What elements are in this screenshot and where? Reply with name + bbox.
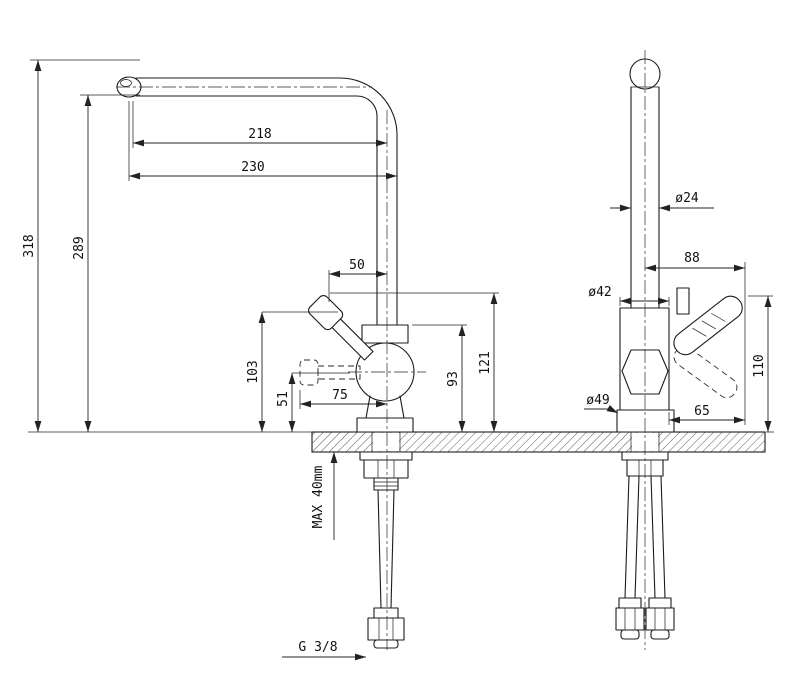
dim-handle-projection: 65 bbox=[668, 404, 745, 425]
dim-318-label: 318 bbox=[22, 234, 37, 257]
dim-overall-height: 318 bbox=[22, 59, 312, 433]
handle-stem bbox=[676, 287, 690, 315]
countertop bbox=[311, 431, 766, 453]
dim-body-handle-height: 121 bbox=[330, 292, 499, 432]
dim-51-label: 51 bbox=[276, 391, 291, 407]
dim-g38-label: G 3/8 bbox=[298, 640, 337, 655]
dim-88-label: 88 bbox=[684, 251, 700, 266]
base-flange bbox=[356, 417, 414, 433]
centerlines bbox=[116, 50, 646, 650]
front-hose-connectors bbox=[615, 597, 675, 640]
dim-d42-label: ø42 bbox=[588, 285, 611, 300]
dim-d49-label: ø49 bbox=[586, 393, 609, 408]
lever-handle bbox=[308, 295, 374, 361]
dim-body-diameter: ø42 bbox=[588, 285, 670, 306]
front-lever bbox=[673, 295, 743, 356]
dim-body-height: 93 bbox=[412, 324, 467, 432]
front-base bbox=[616, 409, 675, 433]
dim-103-label: 103 bbox=[246, 360, 261, 383]
dim-spout-diameter: ø24 bbox=[610, 191, 714, 212]
dim-handle-axis-height: 51 bbox=[276, 372, 350, 432]
dim-75-label: 75 bbox=[332, 388, 348, 403]
dim-max40-label: MAX 40mm bbox=[311, 466, 326, 529]
spout-inner-line bbox=[135, 95, 378, 326]
spout-outlet-detail bbox=[120, 79, 132, 87]
supply-hose bbox=[377, 489, 395, 609]
dim-handle-length: 88 bbox=[645, 251, 746, 425]
front-supply-hoses bbox=[624, 475, 666, 599]
spout-outer-line bbox=[135, 77, 398, 326]
dim-handle-offset: 50 bbox=[328, 258, 387, 302]
dim-handle-top-height: 103 bbox=[246, 311, 338, 432]
front-view-faucet bbox=[615, 58, 743, 640]
dim-thread: G 3/8 bbox=[282, 640, 366, 661]
dim-spout-reach: 230 bbox=[128, 101, 397, 181]
dim-spout-reach-inner: 218 bbox=[132, 101, 387, 148]
dim-handle-height: 110 bbox=[748, 295, 774, 433]
dim-max-mounting: MAX 40mm bbox=[311, 452, 338, 540]
dim-50-label: 50 bbox=[349, 258, 365, 273]
body-top-plate bbox=[361, 324, 409, 344]
dim-65-label: 65 bbox=[694, 404, 710, 419]
dim-93-label: 93 bbox=[446, 371, 461, 387]
dim-218-label: 218 bbox=[248, 127, 271, 142]
side-view-faucet bbox=[116, 76, 415, 649]
dim-handle-reach: 75 bbox=[299, 388, 387, 409]
hose-connector bbox=[367, 607, 405, 649]
dim-base-diameter: ø49 bbox=[584, 393, 619, 414]
lever-handle-hidden bbox=[299, 359, 361, 386]
dim-289-label: 289 bbox=[72, 236, 87, 259]
dim-d24-label: ø24 bbox=[675, 191, 699, 206]
mounting-hardware bbox=[359, 451, 413, 491]
dim-230-label: 230 bbox=[241, 160, 264, 175]
dim-spout-height: 289 bbox=[72, 94, 140, 432]
dim-121-label: 121 bbox=[478, 351, 493, 374]
dim-110-label: 110 bbox=[752, 354, 767, 377]
front-lever-hidden bbox=[673, 345, 738, 399]
